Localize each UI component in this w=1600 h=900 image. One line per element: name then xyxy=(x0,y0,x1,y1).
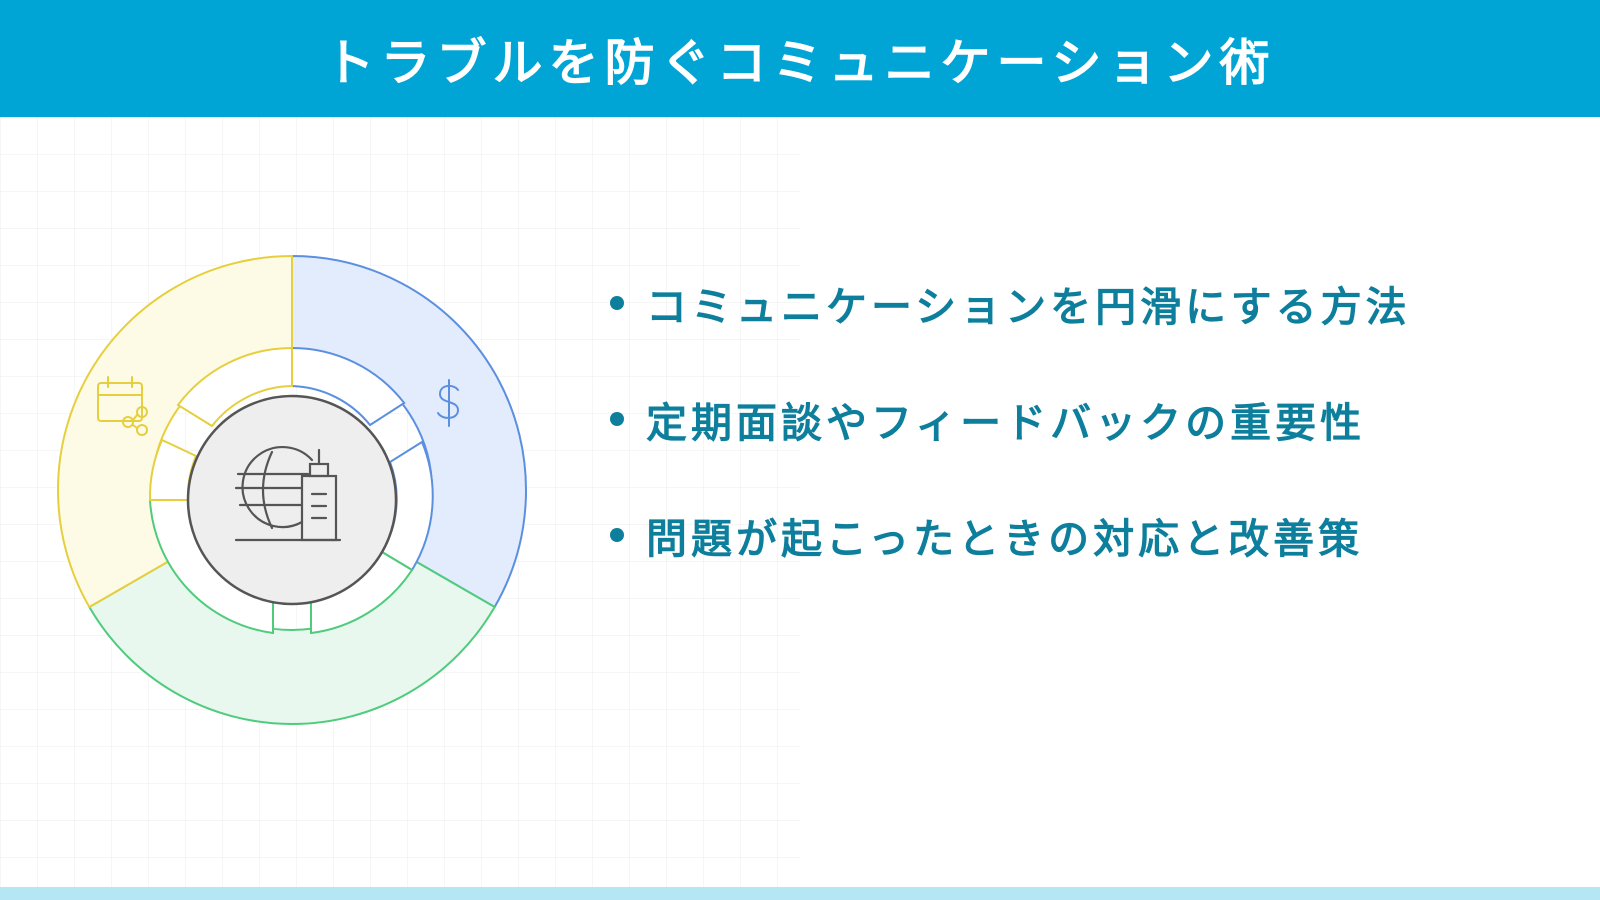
bullet-list: コミュニケーションを円滑にする方法 定期面談やフィードバックの重要性 問題が起こ… xyxy=(610,245,1570,593)
list-item: コミュニケーションを円滑にする方法 xyxy=(610,245,1570,361)
list-item: 問題が起こったときの対応と改善策 xyxy=(610,477,1570,593)
bullet-dot xyxy=(610,412,624,426)
bullet-text: 問題が起こったときの対応と改善策 xyxy=(646,515,1364,563)
cycle-diagram xyxy=(57,254,527,725)
center-circle xyxy=(186,394,398,606)
footer-bar xyxy=(0,887,1600,900)
bullet-dot xyxy=(610,528,624,542)
calendar-share-icon xyxy=(97,376,148,436)
page-title: トラブルを防ぐコミュニケーション術 xyxy=(324,33,1276,92)
inner-arc-blue xyxy=(291,346,406,427)
header-bar: トラブルを防ぐコミュニケーション術 xyxy=(0,0,1600,117)
bullet-text: コミュニケーションを円滑にする方法 xyxy=(646,283,1411,331)
dollar-icon xyxy=(437,379,460,427)
list-item: 定期面談やフィードバックの重要性 xyxy=(610,361,1570,477)
bullet-text: 定期面談やフィードバックの重要性 xyxy=(646,399,1366,447)
inner-arc-yellow xyxy=(176,346,293,428)
bullet-dot xyxy=(610,296,624,310)
globe-building-icon xyxy=(234,445,342,542)
